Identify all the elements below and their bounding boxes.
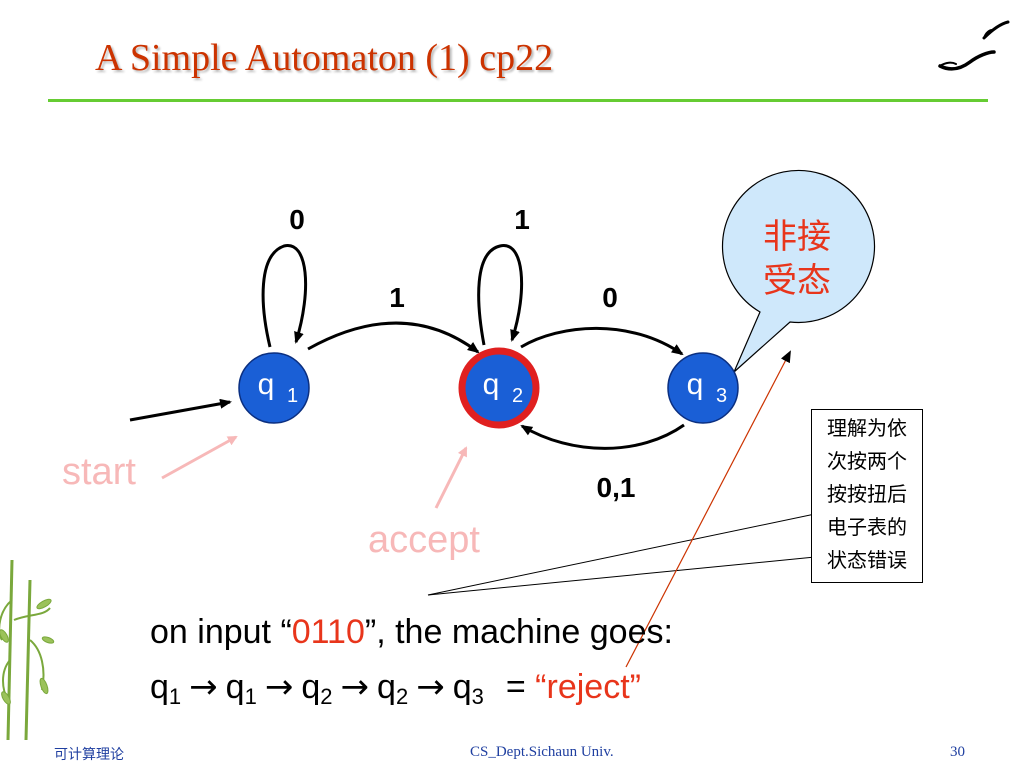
footer-course: 可计算理论 [54, 747, 124, 763]
self-loop-q2 [477, 244, 524, 346]
accept-label: accept [368, 519, 480, 561]
svg-text:3: 3 [716, 385, 727, 407]
self-loop-q1 [261, 244, 308, 348]
path-state: q3 [452, 668, 484, 709]
start-label: start [62, 451, 136, 493]
input-description: on input “0110”, the machine goes: [150, 613, 673, 652]
result: “reject” [535, 668, 641, 706]
speech-bubble: 非接 受态 [721, 169, 876, 373]
loop-q1-label: 0 [289, 204, 305, 235]
bubble-line-1: 非接 [763, 217, 831, 257]
right-arrow-icon: → [264, 667, 294, 707]
loop-q2-label: 1 [514, 204, 530, 235]
right-arrow-icon: → [189, 667, 218, 707]
note-line: 按按扭后 [827, 482, 907, 506]
svg-text:1: 1 [287, 385, 298, 407]
input-prefix: on input “ [150, 613, 292, 651]
note-box: 理解为依 次按两个 按按扭后 电子表的 状态错误 [811, 409, 923, 583]
bubble-callout-line [625, 350, 791, 668]
start-pointer [161, 435, 238, 480]
path-state: q2 [301, 668, 333, 709]
accept-pointer [434, 446, 468, 509]
note-line: 电子表的 [827, 515, 907, 539]
svg-text:q: q [258, 368, 275, 401]
path-state: q1 [225, 668, 257, 709]
start-arrow [129, 398, 232, 422]
state-q3: q 3 [667, 352, 739, 424]
note-callout-line-1 [427, 513, 816, 596]
edge-q3-q2-label: 0,1 [597, 472, 636, 503]
state-path: q1→q1→q2→q2→q3= “reject” [150, 667, 641, 709]
state-q2-accept: q 2 [458, 347, 540, 429]
edge-q1-q2-label: 1 [389, 282, 405, 313]
footer-department: CS_Dept.Sichaun Univ. [470, 744, 614, 760]
svg-text:q: q [687, 368, 704, 401]
right-arrow-icon: → [340, 667, 370, 707]
edge-q3-q2 [520, 423, 685, 450]
right-arrow-icon: → [416, 667, 445, 707]
bamboo-decoration-icon [0, 559, 55, 741]
seagull-icon [938, 20, 1010, 71]
title-rule [48, 99, 988, 102]
bubble-line-2: 受态 [763, 261, 831, 301]
edge-q1-q2 [307, 321, 480, 354]
note-line: 理解为依 [827, 416, 907, 440]
slide-title: A Simple Automaton (1) cp22 [95, 37, 554, 79]
svg-text:q: q [483, 368, 500, 401]
note-line: 次按两个 [827, 449, 907, 473]
input-value: 0110 [291, 613, 365, 651]
note-callout-line-2 [427, 556, 816, 596]
state-q1: q 1 [238, 352, 310, 424]
edge-q2-q3 [520, 326, 684, 356]
path-state: q1 [150, 668, 182, 709]
edge-q2-q3-label: 0 [602, 282, 618, 313]
svg-text:2: 2 [512, 385, 523, 407]
path-state: q2 [377, 668, 409, 709]
note-line: 状态错误 [827, 548, 907, 572]
input-suffix: ”, the machine goes: [364, 613, 673, 651]
footer-page-number: 30 [950, 744, 965, 760]
equals-sign: = [505, 668, 526, 706]
